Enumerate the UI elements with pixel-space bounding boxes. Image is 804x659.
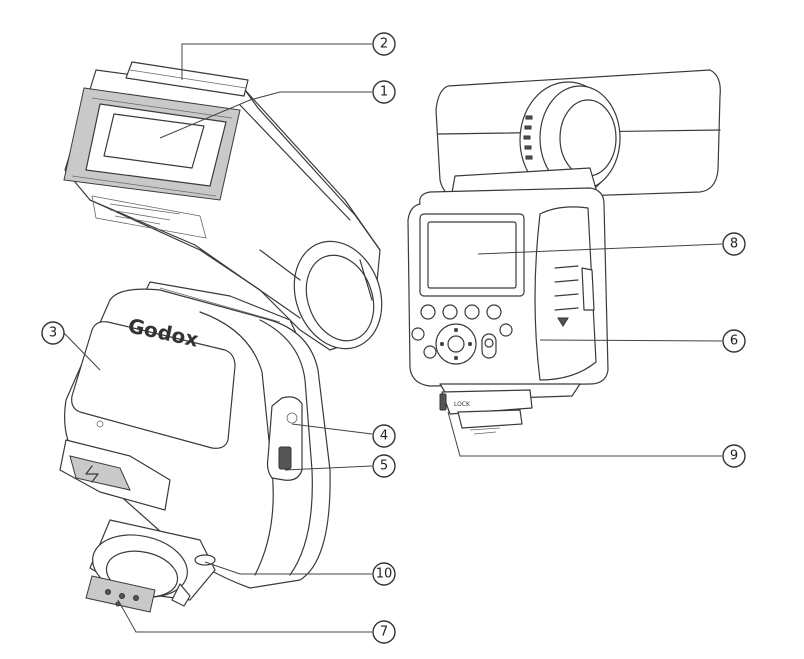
lock-lever bbox=[439, 393, 447, 411]
callout-1: 1 bbox=[372, 80, 396, 104]
svg-text:8: 8 bbox=[730, 237, 738, 252]
callout-7: 7 bbox=[372, 620, 396, 644]
svg-text:5: 5 bbox=[380, 459, 388, 474]
down-arrow-icon bbox=[557, 317, 569, 327]
flash-front-view: Godox bbox=[59, 61, 383, 613]
port-cover bbox=[266, 396, 303, 481]
mount-foot bbox=[441, 389, 533, 415]
callout-markers: 1 2 3 4 5 6 7 8 bbox=[41, 32, 746, 644]
lock-label: LOCK bbox=[454, 401, 471, 408]
callout-10: 10 bbox=[372, 562, 396, 586]
callout-2: 2 bbox=[372, 32, 396, 56]
callout-8: 8 bbox=[722, 232, 746, 256]
bottom-socket bbox=[194, 554, 216, 566]
sync-port bbox=[286, 412, 298, 424]
flash-tube-panel bbox=[103, 113, 205, 169]
usb-port bbox=[278, 446, 292, 470]
function-buttons bbox=[411, 304, 513, 359]
callout-6: 6 bbox=[722, 329, 746, 353]
svg-text:7: 7 bbox=[380, 625, 388, 640]
af-assist-window bbox=[71, 321, 236, 449]
flash-back-view: LOCK bbox=[407, 69, 721, 435]
callout-3: 3 bbox=[41, 321, 65, 345]
callout-5: 5 bbox=[372, 454, 396, 478]
function-button bbox=[499, 323, 513, 337]
leader-lines bbox=[63, 43, 723, 633]
svg-text:6: 6 bbox=[730, 334, 738, 349]
svg-text:2: 2 bbox=[380, 37, 388, 52]
lcd-screen bbox=[427, 221, 517, 289]
function-button bbox=[411, 327, 425, 341]
svg-text:9: 9 bbox=[730, 449, 738, 464]
function-button bbox=[464, 304, 480, 320]
function-button bbox=[423, 345, 437, 359]
svg-text:3: 3 bbox=[49, 326, 57, 341]
callout-9: 9 bbox=[722, 444, 746, 468]
svg-text:10: 10 bbox=[376, 567, 393, 582]
function-button bbox=[420, 304, 436, 320]
svg-text:1: 1 bbox=[380, 85, 388, 100]
function-button bbox=[442, 304, 458, 320]
function-button bbox=[486, 304, 502, 320]
lightning-icon bbox=[85, 465, 99, 483]
callout-4: 4 bbox=[372, 424, 396, 448]
wireless-sensor bbox=[69, 455, 131, 491]
svg-text:4: 4 bbox=[380, 429, 388, 444]
